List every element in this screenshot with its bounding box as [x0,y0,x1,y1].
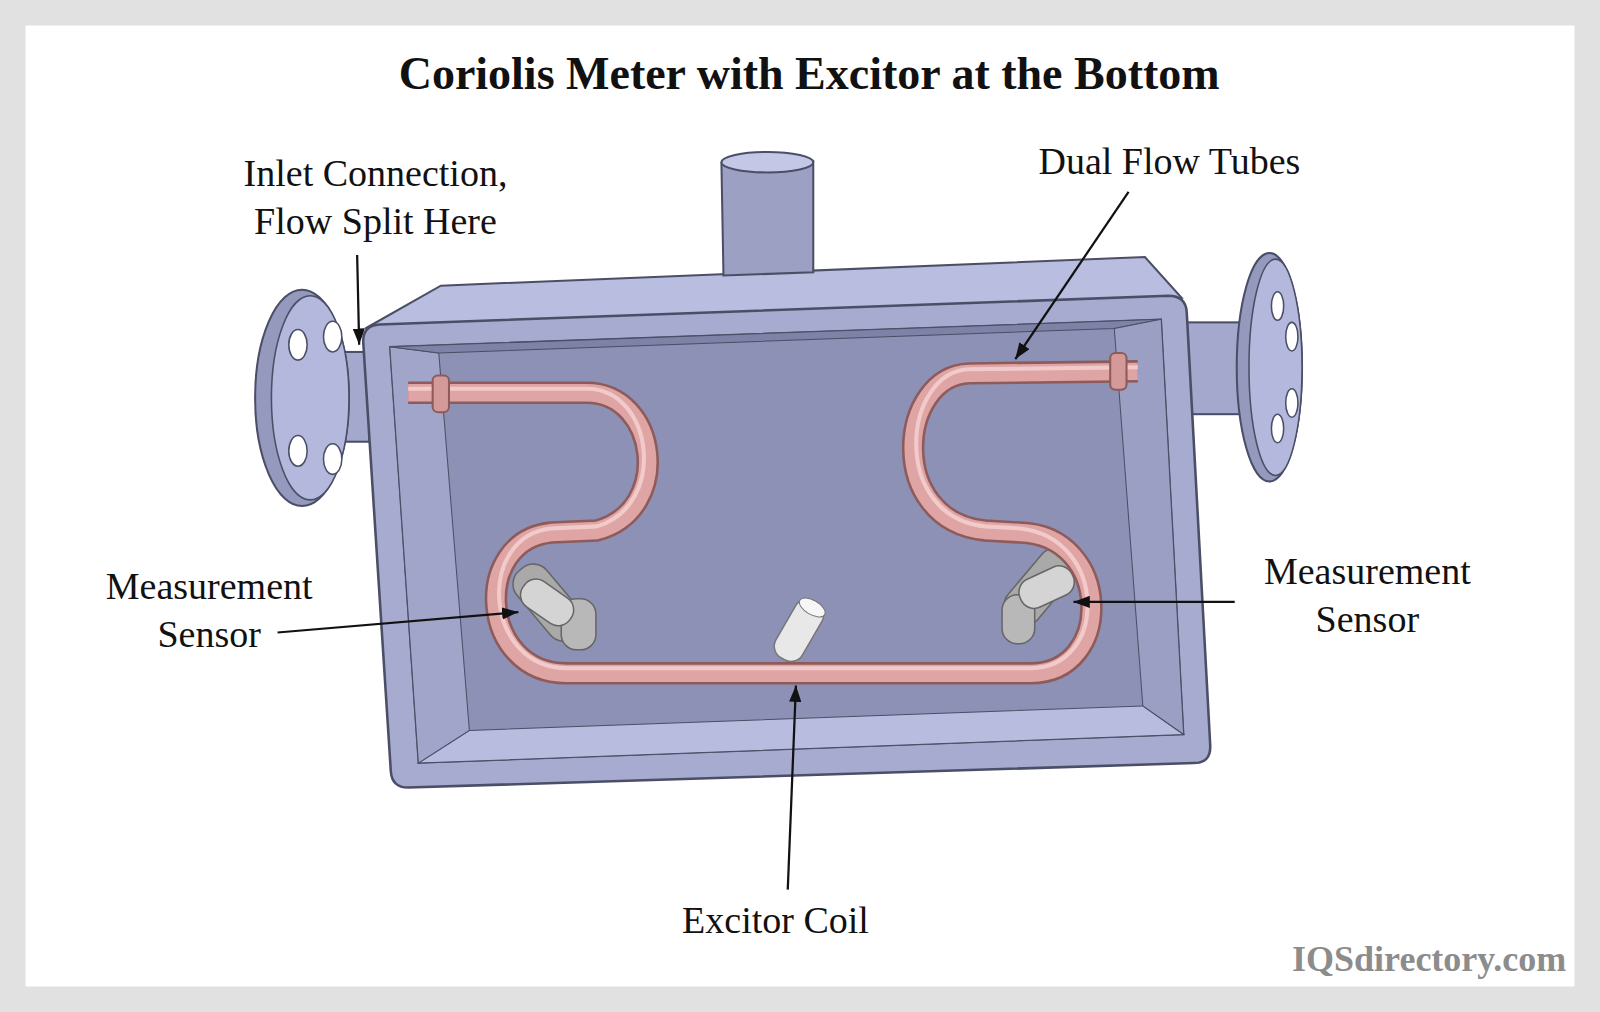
bolt-hole [323,321,341,352]
flow-tubes [408,353,1138,673]
cavity-left-wall [390,347,470,763]
port-top [721,152,813,172]
label-holder: Measurement Sensor [1237,547,1497,643]
housing-front [363,296,1210,788]
coil-end [796,594,828,621]
left-sensor [506,557,596,650]
label-holder: Measurement Sensor [79,562,339,658]
cavity-floor [418,706,1183,763]
label-holder: Excitor Coil [682,896,869,944]
outlet-flange [1237,253,1302,482]
bolt-hole [1286,389,1298,418]
top-port [721,152,813,275]
tube-collar [433,375,449,412]
label-holder: Dual Flow Tubes [1038,137,1300,185]
cavity-top-lip [390,319,1161,353]
tube-collar [1110,353,1126,390]
leader-line [1015,192,1128,359]
flange-face [1249,259,1302,475]
white-panel [26,26,1575,987]
leader-line [788,686,796,890]
part-label: Dual Flow Tubes [1038,137,1300,185]
label-holder: Inlet Connection, Flow Split Here [206,149,546,245]
leader-line [1073,601,1234,603]
flange-face [271,296,349,500]
excitor-coil [769,594,829,667]
tube-outline [408,371,1138,673]
tube-body [408,371,1138,673]
bolt-hole [1271,292,1283,321]
label-holder: IQSdirectory.com [1292,935,1566,983]
bolt-hole [323,444,341,475]
bolt-hole [1271,414,1283,443]
leader-line [357,255,359,345]
bolt-hole [1286,322,1298,351]
tube-highlight [408,367,1138,668]
leader-line [278,612,519,632]
housing-cavity [390,319,1184,763]
part-label: Excitor Coil [682,896,869,944]
part-label: Measurement Sensor [79,562,339,658]
coil-body [769,595,828,667]
flange-rim [255,290,349,506]
part-label: Inlet Connection, Flow Split Here [206,149,546,245]
bolt-hole [289,330,307,361]
bolt-hole [289,436,307,467]
leader-lines [278,192,1235,890]
flange-rim [1237,253,1302,482]
port-body [721,161,813,275]
watermark: IQSdirectory.com [1292,935,1566,983]
part-label: Measurement Sensor [1237,547,1497,643]
diagram-title: Coriolis Meter with Excitor at the Botto… [399,46,1220,102]
title-holder: Coriolis Meter with Excitor at the Botto… [399,46,1220,102]
inlet-flange [255,290,349,506]
sensor-body [515,574,579,632]
